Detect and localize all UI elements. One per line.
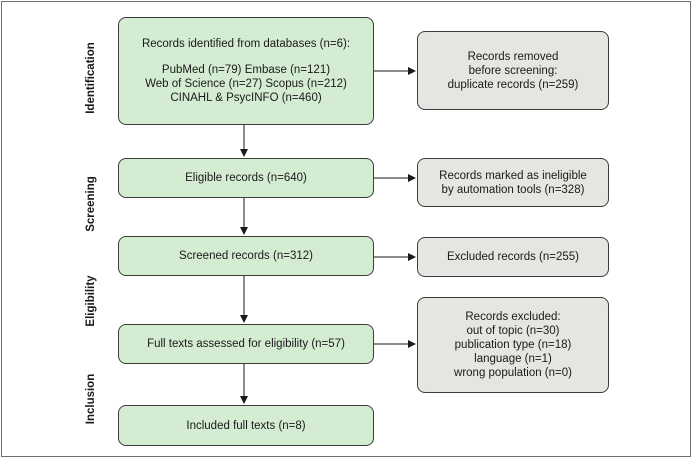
records-excluded-line: publication type (n=18) [454,339,572,351]
records-identified-line: Web of Science (n=27) Scopus (n=212) [145,78,347,90]
records-excluded-line: out of topic (n=30) [466,325,560,337]
ineligible-automation-line: Records marked as ineligible [439,169,587,182]
box-records-removed: Records removed before screening: duplic… [417,31,609,110]
records-identified-line: PubMed (n=79) Embase (n=121) [161,64,331,76]
excluded-records-text: Excluded records (n=255) [446,251,579,263]
records-identified-heading: Records identified from databases (n=6): [141,38,351,50]
box-records-identified: Records identified from databases (n=6):… [118,17,374,125]
box-ineligible-automation: Records marked as ineligible by automati… [417,158,609,207]
box-eligible-records: Eligible records (n=640) [118,158,374,198]
full-texts-assessed-text: Full texts assessed for eligibility (n=5… [147,338,345,350]
box-screened-records: Screened records (n=312) [118,236,374,276]
box-excluded-records: Excluded records (n=255) [417,237,609,277]
box-full-texts-assessed: Full texts assessed for eligibility (n=5… [118,324,374,364]
records-excluded-line: language (n=1) [474,353,552,365]
records-excluded-line: wrong population (n=0) [454,367,572,379]
records-removed-line: duplicate records (n=259) [447,78,579,91]
ineligible-automation-line: by automation tools (n=328) [441,183,585,196]
included-full-texts-text: Included full texts (n=8) [186,419,306,432]
screened-records-text: Screened records (n=312) [179,250,313,262]
records-identified-line: CINAHL & PsycINFO (n=460) [170,92,322,104]
records-excluded-line: Records excluded: [465,311,561,323]
records-removed-line: Records removed [467,50,559,63]
box-included-full-texts: Included full texts (n=8) [118,405,374,446]
eligible-records-text: Eligible records (n=640) [185,172,307,184]
records-removed-line: before screening: [468,64,558,77]
box-records-excluded: Records excluded: out of topic (n=30) pu… [417,297,609,393]
